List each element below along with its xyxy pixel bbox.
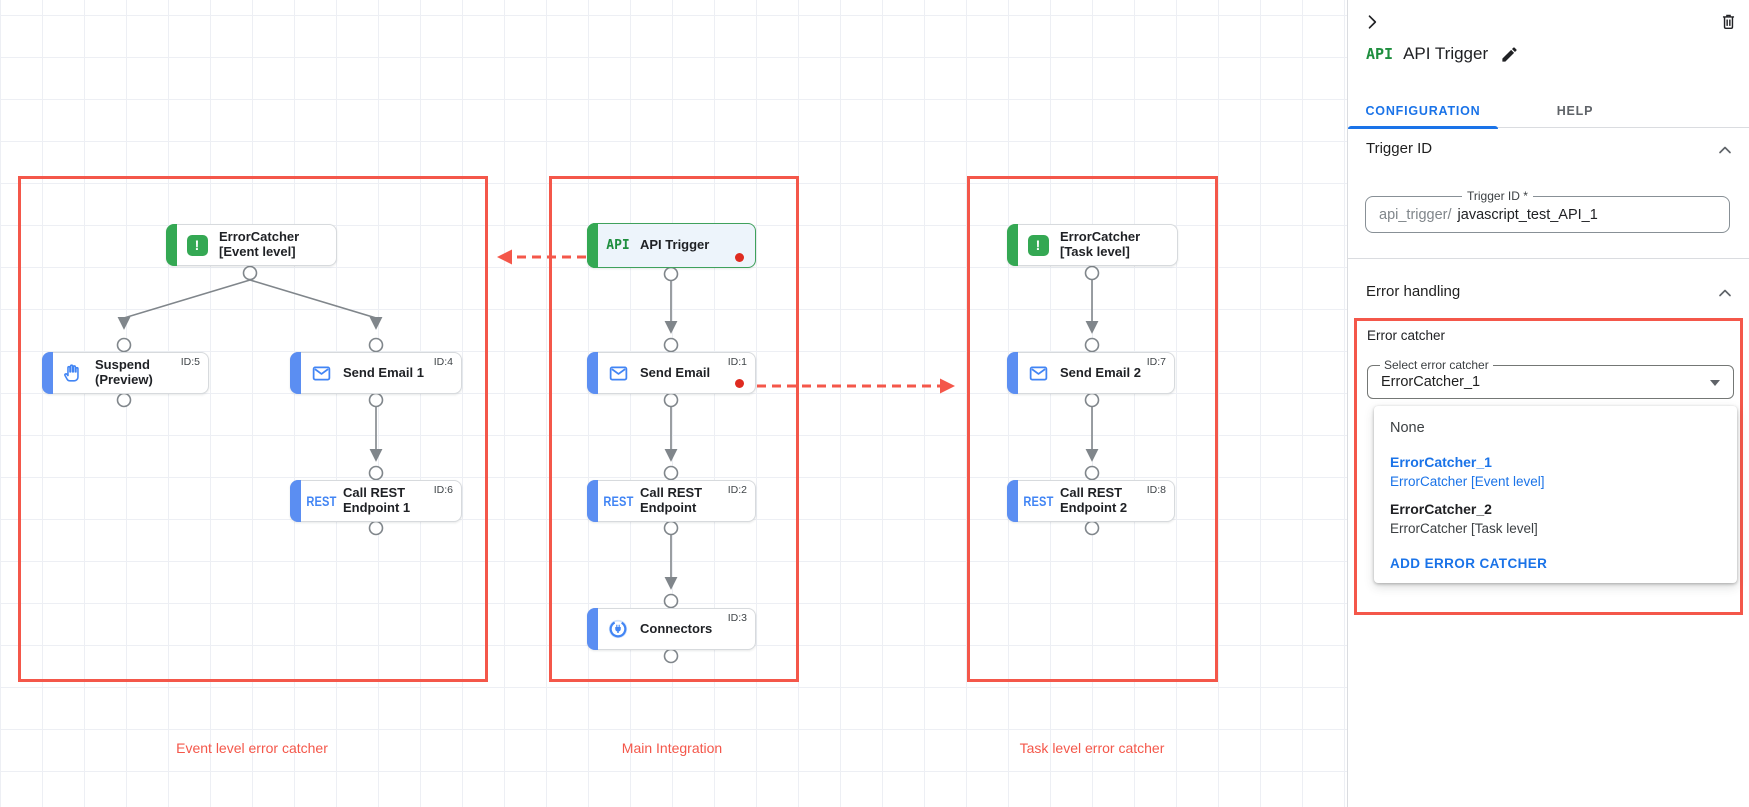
node-api-trigger[interactable]: API API Trigger	[587, 223, 756, 268]
node-accent-bar	[166, 224, 177, 266]
hand-icon	[60, 362, 86, 384]
error-catcher-label: Error catcher	[1367, 328, 1446, 343]
error-catcher-highlight-box: Error catcher Select error catcher Error…	[1354, 318, 1743, 615]
add-error-catcher-button[interactable]: ADD ERROR CATCHER	[1390, 556, 1548, 571]
node-accent-bar	[42, 352, 53, 394]
tab-help[interactable]: HELP	[1556, 103, 1594, 118]
trigger-id-value: javascript_test_API_1	[1457, 206, 1598, 223]
error-catcher-dropdown-menu: None ErrorCatcher_1 ErrorCatcher [Event …	[1374, 406, 1737, 583]
node-id-badge: ID:4	[433, 356, 453, 368]
collapse-section-error-handling[interactable]	[1715, 283, 1735, 303]
panel-collapse-button[interactable]	[1362, 11, 1384, 33]
rest-icon: REST	[602, 493, 634, 509]
node-accent-bar	[587, 480, 598, 522]
chevron-up-icon	[1719, 146, 1731, 154]
rest-icon: REST	[1022, 493, 1054, 509]
email-icon	[308, 363, 334, 384]
trash-icon	[1722, 14, 1734, 29]
api-icon: API	[606, 238, 630, 253]
group-caption-main-integration: Main Integration	[621, 740, 723, 756]
node-accent-bar	[587, 223, 598, 268]
collapse-section-trigger-id[interactable]	[1715, 140, 1735, 160]
node-accent-bar	[1007, 352, 1018, 394]
select-error-catcher-label: Select error catcher	[1380, 358, 1493, 372]
node-call-rest-endpoint[interactable]: REST Call REST Endpoint ID:2	[587, 480, 756, 522]
tab-configuration[interactable]: CONFIGURATION	[1348, 93, 1498, 129]
connectors-icon	[605, 618, 631, 640]
node-id-badge: ID:3	[727, 612, 747, 624]
panel-title: API Trigger	[1403, 44, 1489, 63]
section-divider	[1348, 258, 1749, 259]
node-errorcatcher-task-level[interactable]: ! ErrorCatcher [Task level]	[1007, 224, 1178, 266]
section-heading-error-handling: Error handling	[1366, 283, 1461, 300]
node-suspend-preview[interactable]: Suspend (Preview) ID:5	[42, 352, 209, 394]
email-icon	[1025, 363, 1051, 384]
trigger-id-input[interactable]: Trigger ID * api_trigger/ javascript_tes…	[1365, 189, 1730, 233]
node-send-email[interactable]: Send Email ID:1	[587, 352, 756, 394]
group-box-event-level	[18, 176, 488, 682]
node-errorcatcher-event-level[interactable]: ! ErrorCatcher [Event level]	[166, 224, 337, 266]
delete-trigger-button[interactable]	[1717, 10, 1739, 32]
node-call-rest-endpoint-2[interactable]: REST Call REST Endpoint 2 ID:8	[1007, 480, 1175, 522]
node-id-badge: ID:6	[433, 484, 453, 496]
node-accent-bar	[1007, 480, 1018, 522]
email-icon	[605, 363, 631, 384]
error-catcher-icon: !	[184, 234, 210, 256]
trigger-id-prefix: api_trigger/	[1379, 206, 1452, 223]
node-accent-bar	[290, 480, 301, 522]
group-caption-event-level: Event level error catcher	[176, 740, 328, 756]
node-send-email-1[interactable]: Send Email 1 ID:4	[290, 352, 462, 394]
node-call-rest-endpoint-1[interactable]: REST Call REST Endpoint 1 ID:6	[290, 480, 462, 522]
node-accent-bar	[290, 352, 301, 394]
node-accent-bar	[1007, 224, 1018, 266]
node-accent-bar	[587, 608, 598, 650]
node-id-badge: ID:8	[1146, 484, 1166, 496]
group-caption-task-level: Task level error catcher	[1019, 740, 1165, 756]
menu-option-none[interactable]: None	[1390, 420, 1425, 436]
error-indicator-dot	[735, 253, 744, 262]
node-send-email-2[interactable]: Send Email 2 ID:7	[1007, 352, 1175, 394]
edit-title-button[interactable]	[1500, 45, 1519, 64]
node-id-badge: ID:1	[727, 356, 747, 368]
node-id-badge: ID:2	[727, 484, 747, 496]
pencil-icon	[1502, 46, 1517, 62]
chevron-right-icon	[1368, 15, 1377, 29]
trigger-id-input-label: Trigger ID *	[1462, 189, 1533, 203]
menu-option-errorcatcher-1[interactable]: ErrorCatcher_1 ErrorCatcher [Event level…	[1390, 454, 1545, 489]
rest-icon: REST	[305, 493, 337, 509]
chevron-up-icon	[1719, 289, 1731, 297]
group-box-task-level	[967, 176, 1218, 682]
select-error-catcher[interactable]: Select error catcher ErrorCatcher_1	[1367, 358, 1734, 399]
workflow-canvas[interactable]: ! ErrorCatcher [Event level] Suspend (Pr…	[0, 0, 1347, 807]
error-indicator-dot	[735, 379, 744, 388]
select-error-catcher-value: ErrorCatcher_1	[1381, 374, 1481, 390]
menu-option-errorcatcher-2[interactable]: ErrorCatcher_2 ErrorCatcher [Task level]	[1390, 501, 1538, 536]
node-connectors[interactable]: Connectors ID:3	[587, 608, 756, 650]
node-id-badge: ID:5	[180, 356, 200, 368]
api-trigger-logo-icon: API	[1366, 45, 1394, 63]
config-panel: API API Trigger CONFIGURATION HELP Trigg…	[1347, 0, 1749, 807]
dropdown-caret-icon	[1710, 380, 1720, 386]
group-box-main-integration	[549, 176, 799, 682]
error-catcher-icon: !	[1025, 234, 1051, 256]
panel-tabs: CONFIGURATION HELP	[1348, 93, 1749, 129]
node-accent-bar	[587, 352, 598, 394]
section-heading-trigger-id: Trigger ID	[1366, 140, 1433, 157]
node-id-badge: ID:7	[1146, 356, 1166, 368]
